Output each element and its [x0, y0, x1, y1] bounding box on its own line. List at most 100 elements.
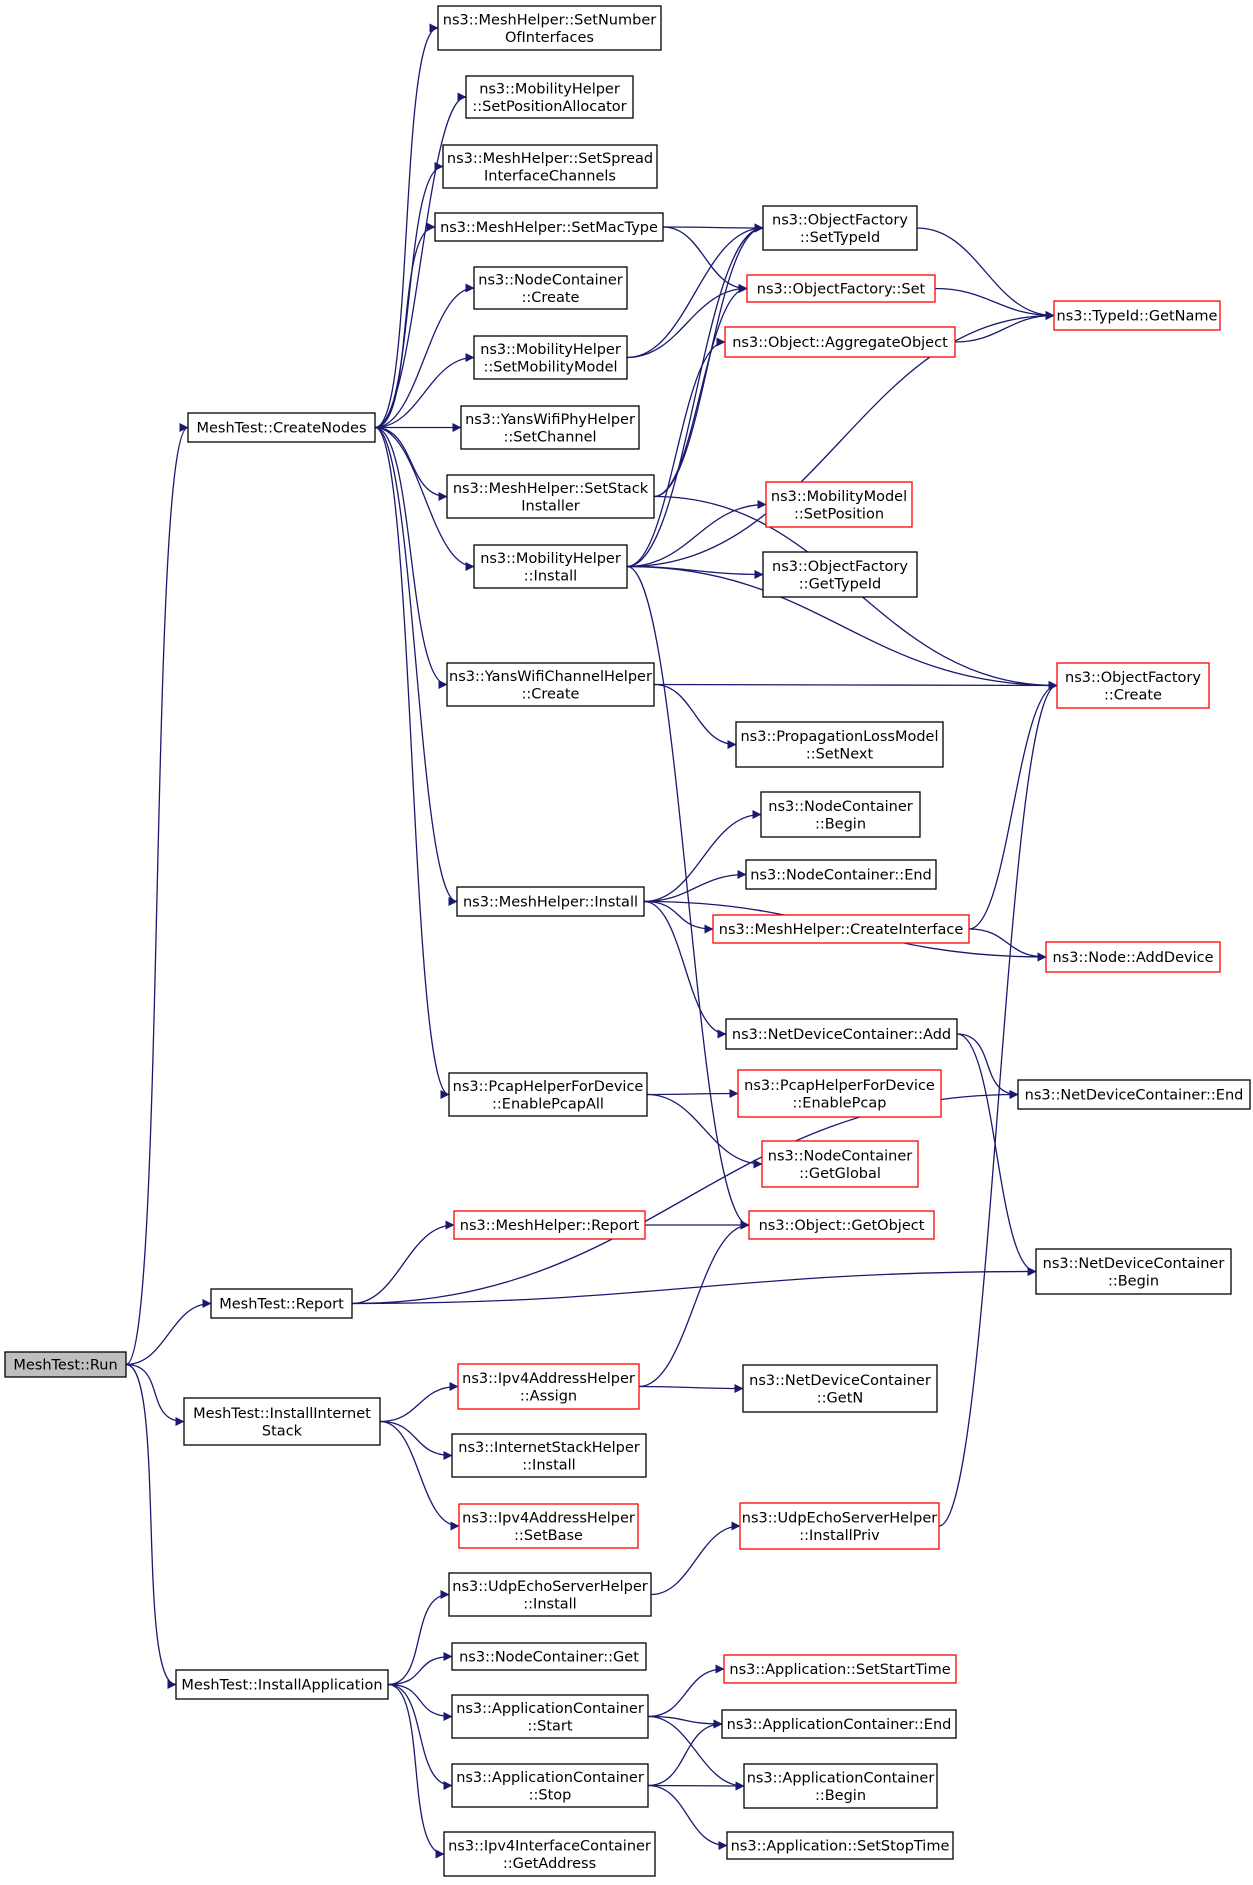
edge-meshinstall-to-createif: [643, 900, 714, 934]
node-label-line: ns3::NodeContainer: [478, 272, 622, 288]
edge-run-to-createnodes: [125, 423, 189, 1366]
node-ndcgetn[interactable]: ns3::NetDeviceContainer::GetN: [742, 1364, 938, 1413]
node-aggobj[interactable]: ns3::Object::AggregateObject: [724, 326, 956, 358]
edge-setmobmodel-to-ofset: [626, 284, 748, 359]
edge-acstart-to-appsetstart: [647, 1664, 725, 1718]
node-acstart[interactable]: ns3::ApplicationContainer::Start: [451, 1694, 649, 1739]
node-ofsettypeid[interactable]: ns3::ObjectFactory::SetTypeId: [762, 205, 918, 251]
node-yanschan[interactable]: ns3::YansWifiChannelHelper::Create: [446, 662, 655, 707]
node-box: [762, 551, 918, 598]
node-setmactype[interactable]: ns3::MeshHelper::SetMacType: [434, 212, 664, 242]
node-inetinstall[interactable]: ns3::InternetStackHelper::Install: [451, 1433, 647, 1478]
node-ipv4setbase[interactable]: ns3::Ipv4AddressHelper::SetBase: [458, 1503, 639, 1549]
node-createnodes[interactable]: MeshTest::CreateNodes: [187, 412, 376, 443]
node-setmobmodel[interactable]: ns3::MobilityHelper::SetMobilityModel: [473, 335, 628, 380]
node-box: [446, 474, 655, 519]
node-acend[interactable]: ns3::ApplicationContainer::End: [721, 1709, 957, 1739]
node-label-line: ns3::Object::GetObject: [759, 1218, 925, 1234]
node-appsetstart[interactable]: ns3::Application::SetStartTime: [723, 1654, 957, 1684]
node-ndcadd[interactable]: ns3::NetDeviceContainer::Add: [725, 1018, 958, 1050]
node-mmsetpos[interactable]: ns3::MobilityModel::SetPosition: [765, 481, 913, 528]
node-nccreate[interactable]: ns3::NodeContainer::Create: [473, 266, 628, 310]
node-ofset[interactable]: ns3::ObjectFactory::Set: [746, 274, 936, 303]
node-label-line: ns3::MobilityHelper: [479, 81, 620, 97]
node-createif[interactable]: ns3::MeshHelper::CreateInterface: [712, 914, 970, 944]
node-label-line: ns3::ObjectFactory: [1065, 670, 1201, 686]
node-label-line: ns3::MeshHelper::SetSpread: [447, 151, 653, 167]
node-label-line: ::SetPositionAllocator: [472, 99, 626, 115]
node-box: [745, 859, 937, 890]
edge-run-to-installinternet: [125, 1363, 185, 1426]
node-label-line: ::Start: [527, 1718, 573, 1734]
node-meshreport[interactable]: ns3::MeshHelper::Report: [453, 1210, 646, 1240]
node-run[interactable]: MeshTest::Run: [4, 1351, 127, 1378]
node-label-line: ::GetN: [817, 1390, 863, 1406]
node-meshinstall[interactable]: ns3::MeshHelper::Install: [456, 886, 645, 917]
node-box: [434, 212, 664, 242]
node-ncget[interactable]: ns3::NodeContainer::Get: [451, 1642, 647, 1671]
node-box: [765, 481, 913, 528]
node-label-line: ns3::PropagationLossModel: [740, 729, 938, 745]
node-ipv4ifget[interactable]: ns3::Ipv4InterfaceContainer::GetAddress: [443, 1831, 656, 1877]
edge-ipv4assign-to-ndcgetn: [638, 1383, 744, 1393]
node-box: [748, 1210, 935, 1240]
node-nodeadddev[interactable]: ns3::Node::AddDevice: [1045, 941, 1221, 973]
edge-setmobmodel-to-ofsettypeid: [626, 223, 764, 359]
node-udpinstall[interactable]: ns3::UdpEchoServerHelper::Install: [448, 1572, 652, 1617]
node-ncglobal[interactable]: ns3::NodeContainer::GetGlobal: [761, 1140, 919, 1188]
node-yansphy[interactable]: ns3::YansWifiPhyHelper::SetChannel: [460, 405, 640, 450]
edge-createnodes-to-mobinstall: [374, 426, 475, 571]
edge-report-to-meshreport: [351, 1220, 455, 1305]
node-box: [457, 1363, 640, 1410]
node-box: [187, 412, 376, 443]
edge-yanschan-to-plmsetnext: [653, 683, 737, 749]
edge-createnodes-to-meshinstall: [374, 426, 458, 906]
node-ncbegin[interactable]: ns3::NodeContainer::Begin: [760, 791, 921, 838]
node-setposalloc[interactable]: ns3::MobilityHelper::SetPositionAllocato…: [465, 75, 634, 119]
node-label-line: ns3::Ipv4AddressHelper: [462, 1510, 635, 1526]
node-mobinstall[interactable]: ns3::MobilityHelper::Install: [473, 544, 628, 589]
node-label-line: ns3::Object::AggregateObject: [732, 335, 948, 351]
node-ipv4assign[interactable]: ns3::Ipv4AddressHelper::Assign: [457, 1363, 640, 1410]
edge-yanschan-to-ofcreate: [653, 680, 1058, 690]
node-label-line: ns3::NodeContainer: [768, 1148, 912, 1164]
node-label-line: ns3::NodeContainer: [768, 799, 912, 815]
node-box: [456, 886, 645, 917]
edge-run-to-installapp: [125, 1363, 177, 1689]
node-setspread[interactable]: ns3::MeshHelper::SetSpreadInterfaceChann…: [442, 144, 658, 189]
edge-setmactype-to-ofsettypeid: [662, 223, 764, 233]
node-appsetstop[interactable]: ns3::Application::SetStopTime: [726, 1831, 954, 1860]
node-label-line: ns3::ApplicationContainer: [456, 1701, 644, 1717]
node-udpinstallpriv[interactable]: ns3::UdpEchoServerHelper::InstallPriv: [739, 1502, 940, 1550]
node-report[interactable]: MeshTest::Report: [210, 1288, 353, 1319]
node-label-line: ns3::MobilityHelper: [480, 551, 621, 567]
node-acstop[interactable]: ns3::ApplicationContainer::Stop: [451, 1763, 649, 1808]
node-enablepcap[interactable]: ns3::PcapHelperForDevice::EnablePcap: [737, 1069, 942, 1118]
node-acbegin[interactable]: ns3::ApplicationContainer::Begin: [743, 1763, 938, 1809]
edge-createnodes-to-setstack: [374, 426, 448, 501]
node-ofgettypeid[interactable]: ns3::ObjectFactory::GetTypeId: [762, 551, 918, 598]
edge-createnodes-to-nccreate: [374, 283, 475, 429]
node-installapp[interactable]: MeshTest::InstallApplication: [175, 1669, 389, 1700]
edge-meshinstall-to-ndcadd: [643, 900, 727, 1039]
edge-installapp-to-acstart: [387, 1683, 453, 1721]
node-ndcbegin[interactable]: ns3::NetDeviceContainer::Begin: [1035, 1248, 1232, 1295]
node-label-line: ::Stop: [529, 1787, 572, 1803]
node-label-line: Stack: [262, 1423, 303, 1439]
node-ndcend[interactable]: ns3::NetDeviceContainer::End: [1017, 1079, 1251, 1110]
node-typeidgetname[interactable]: ns3::TypeId::GetName: [1053, 300, 1221, 331]
node-label-line: ::GetTypeId: [799, 576, 881, 592]
node-getobject[interactable]: ns3::Object::GetObject: [748, 1210, 935, 1240]
node-box: [725, 1018, 958, 1050]
node-box: [724, 326, 956, 358]
node-box: [737, 1069, 942, 1118]
node-pcapall[interactable]: ns3::PcapHelperForDevice::EnablePcapAll: [448, 1072, 648, 1117]
node-ncend[interactable]: ns3::NodeContainer::End: [745, 859, 937, 890]
node-box: [742, 1364, 938, 1413]
node-label-line: ::Install: [523, 1596, 576, 1612]
node-ofcreate[interactable]: ns3::ObjectFactory::Create: [1056, 662, 1210, 709]
node-plmsetnext[interactable]: ns3::PropagationLossModel::SetNext: [735, 721, 944, 768]
